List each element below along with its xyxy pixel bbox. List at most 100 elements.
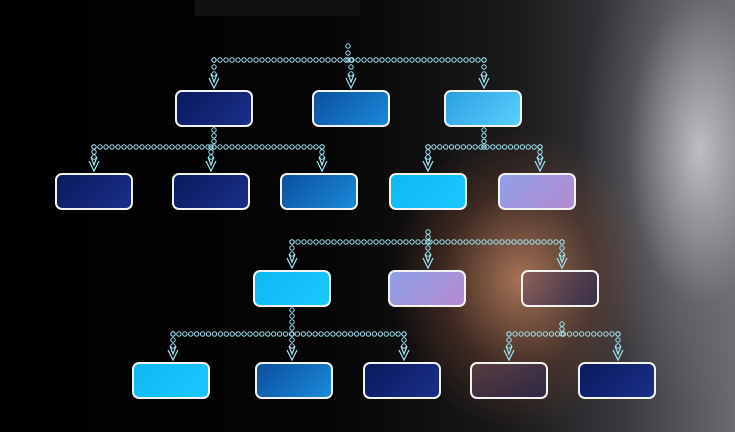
- connector-dot: [535, 239, 541, 245]
- arrow-down-icon: [208, 73, 220, 90]
- arrow-down-icon: [478, 73, 490, 90]
- connector-dot: [353, 331, 360, 337]
- connector-dot: [460, 144, 467, 150]
- connector-dot: [379, 57, 385, 63]
- connector-dot: [506, 331, 512, 337]
- connector-dot: [337, 57, 343, 63]
- connector-dot: [241, 144, 247, 150]
- connector-dot: [548, 331, 555, 337]
- connector-dot: [361, 57, 367, 63]
- connector-dot: [537, 149, 543, 155]
- org-chart-node: [470, 362, 548, 399]
- connector-dot: [559, 321, 565, 327]
- top-dark-strip: [195, 0, 360, 16]
- connector-dot: [425, 144, 431, 150]
- connector-dot: [524, 331, 530, 337]
- connector-dot: [523, 239, 529, 245]
- connector-dot: [481, 144, 487, 150]
- arrow-down-icon: [345, 73, 357, 90]
- org-chart-node: [280, 173, 358, 210]
- connector-dot: [115, 144, 121, 150]
- connector-dot: [265, 144, 271, 150]
- connector-dot: [559, 326, 565, 332]
- connector-dot: [377, 331, 384, 337]
- connector-dot: [554, 331, 561, 337]
- connector-dot: [439, 57, 445, 63]
- connector-dot: [289, 343, 295, 349]
- connector-dot: [289, 331, 295, 337]
- connector-dot: [518, 331, 524, 337]
- connector-dot: [289, 313, 295, 319]
- connector-dot: [319, 57, 325, 63]
- connector-dot: [170, 343, 176, 349]
- arrow-down-icon: [556, 253, 568, 270]
- connector-dot: [205, 144, 211, 150]
- connector-dot: [217, 331, 224, 337]
- connector-dot: [283, 57, 289, 63]
- org-chart-node: [363, 362, 441, 399]
- connector-dot: [330, 331, 336, 337]
- connector-dot: [481, 64, 487, 70]
- connector-dot: [585, 331, 591, 337]
- connector-dot: [343, 57, 349, 63]
- connector-dot: [307, 57, 313, 63]
- connector-dot: [425, 149, 431, 155]
- connector-dot: [478, 144, 484, 150]
- connector-dot: [437, 144, 443, 150]
- connector-dot: [347, 331, 354, 337]
- connector-dot: [253, 57, 259, 63]
- org-chart-node: [253, 270, 331, 307]
- connector-dot: [365, 331, 372, 337]
- connector-dot: [537, 154, 543, 160]
- connector-dot: [295, 57, 301, 63]
- connector-dot: [355, 239, 361, 245]
- connector-dot: [91, 144, 97, 150]
- connector-dot: [91, 149, 97, 155]
- connector-dot: [336, 331, 342, 337]
- arrow-down-icon: [167, 345, 179, 362]
- connector-dot: [294, 331, 301, 337]
- connector-dot: [163, 144, 169, 150]
- connector-dot: [187, 144, 193, 150]
- connector-dot: [361, 239, 367, 245]
- connector-dot: [211, 331, 218, 337]
- connector-dot: [469, 239, 475, 245]
- org-chart-node: [132, 362, 210, 399]
- connector-dot: [349, 239, 355, 245]
- connector-dot: [481, 132, 487, 139]
- connector-dot: [397, 239, 403, 245]
- connector-dot: [425, 154, 431, 160]
- connector-dot: [469, 57, 475, 63]
- connector-dot: [451, 239, 457, 245]
- connector-dot: [223, 144, 229, 150]
- connector-dot: [182, 331, 188, 337]
- connector-dot: [259, 144, 265, 150]
- connector-dot: [208, 144, 214, 150]
- connector-dot: [139, 144, 145, 150]
- connector-dot: [289, 307, 295, 313]
- connector-dot: [525, 144, 531, 150]
- connector-dot: [193, 331, 200, 337]
- org-chart-node: [521, 270, 599, 307]
- connector-dot: [401, 331, 407, 337]
- connector-dot: [289, 337, 295, 343]
- connector-dot: [235, 331, 241, 337]
- connector-dot: [373, 57, 379, 63]
- connector-dot: [259, 57, 265, 63]
- arrow-down-icon: [286, 253, 298, 270]
- connector-dot: [319, 239, 325, 245]
- connector-dot: [151, 144, 157, 150]
- connector-dot: [559, 239, 565, 245]
- connector-dot: [530, 331, 536, 337]
- connector-dot: [253, 331, 259, 337]
- connector-dot: [475, 239, 481, 245]
- connector-dot: [277, 144, 283, 150]
- connector-dot: [282, 331, 289, 337]
- connector-dot: [395, 331, 401, 337]
- connector-dot: [307, 239, 313, 245]
- connector-dot: [175, 144, 181, 150]
- connector-dot: [506, 343, 512, 349]
- arrow-down-icon: [398, 345, 410, 362]
- connector-dot: [345, 43, 351, 49]
